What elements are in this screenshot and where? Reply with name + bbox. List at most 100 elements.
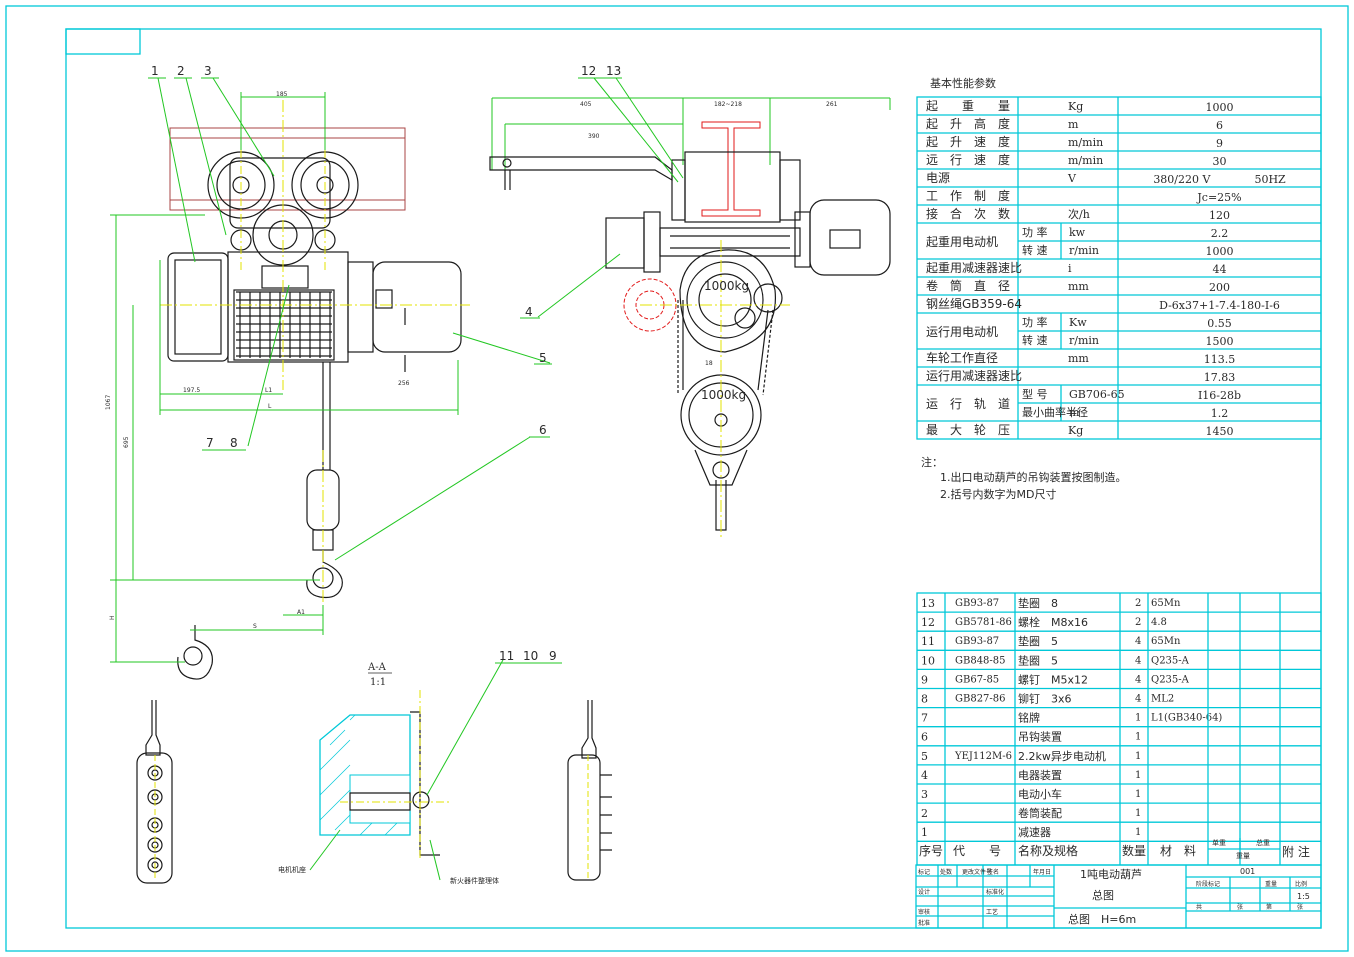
callout-8: 8 [230,436,238,450]
callout-4: 4 [525,305,533,319]
dim-197: 197.5 [183,387,200,394]
part-name-8: 2.2kw异步电动机 [1018,749,1106,763]
tb-label-mark: 标记 [918,868,930,876]
callout-6: 6 [539,423,547,437]
perf-unit-3: m/min [1068,154,1103,167]
reducer-box [167,252,229,362]
perf-label-7: 起重用电动机 [926,235,998,249]
part-mat-3: Q235-A [1151,655,1190,666]
dim-h: H [109,615,116,620]
tb-scale: 1:5 [1297,892,1310,901]
dim-390: 390 [588,133,600,140]
hdr-w1: 单重 [1212,838,1226,847]
front-dimensions: 185 197.5 L1 L 256 S A1 1067 695 H [105,91,410,630]
tb-label-craft: 工艺 [986,908,998,916]
tb-drawing: 总图 H=6m [1068,912,1136,926]
section-scale: 1:1 [370,677,386,688]
perf-value-13: 1500 [1206,335,1234,348]
perf-sub-8: 转 速 [1022,243,1048,257]
perf-value-7: 2.2 [1211,227,1229,240]
part-name-12: 减速器 [1018,826,1051,839]
perf-label-0: 起 重 量 [926,99,1010,113]
dim-695: 695 [123,436,130,448]
part-mat-4: Q235-A [1151,674,1190,685]
part-no-4: 9 [921,673,928,686]
lower-hook [177,625,213,680]
perf-title: 基本性能参数 [930,76,996,90]
part-name-0: 垫圈 8 [1018,596,1058,610]
dim-182: 182~218 [714,101,742,108]
part-no-12: 1 [921,826,928,839]
travel-motor [809,199,891,276]
part-qty-2: 4 [1135,636,1141,647]
tb-total: 共 [1196,903,1202,911]
outer-border [5,5,1349,952]
callouts: 1 2 3 4 5 6 7 8 9 10 11 12 13 [148,64,622,664]
section-title: A-A [367,662,387,673]
perf-sub-17: 最小曲率半径 [1022,405,1088,419]
section-label-left: 电机机座 [278,865,306,874]
callout-3: 3 [204,64,212,78]
perf-value-6: 120 [1209,209,1230,222]
perf-label-5: 工 作 制 度 [926,188,1010,203]
part-no-9: 4 [921,769,928,782]
callout-9: 9 [549,649,557,663]
part-qty-5: 4 [1135,694,1141,705]
part-no-0: 13 [921,597,935,610]
perf-value-18: 1450 [1206,425,1234,438]
part-qty-12: 1 [1135,827,1141,838]
callout-5: 5 [539,351,547,365]
part-name-11: 卷筒装配 [1018,806,1062,820]
perf-unit-0: Kg [1068,100,1083,113]
title-block: 标记 处数 更改文件号 签名 年月日 设计 标准化 审核 工艺 批准 1吨电动葫… [915,864,1322,929]
rail-beam [169,127,406,211]
hdr-name: 名称及规格 [1018,843,1078,858]
perf-label-2: 起 升 速 度 [926,134,1010,149]
hdr-qty: 数量 [1122,843,1146,858]
perf-label-18: 最 大 轮 压 [926,423,1010,437]
part-name-3: 垫圈 5 [1018,653,1058,667]
part-name-5: 铆钉 3x6 [1018,692,1072,706]
part-code-3: GB848-85 [955,655,1006,666]
part-mat-0: 65Mn [1151,598,1181,609]
perf-value-3: 30 [1213,155,1227,168]
perf-sub-13: 转 速 [1022,333,1048,347]
perf-label-10: 卷 筒 直 径 [926,278,1010,293]
callout-10: 10 [523,649,538,663]
inner-border [65,28,1322,929]
dim-l1: L1 [265,387,272,394]
main-hook [306,550,343,599]
wheel-label-upper: 1000kg [704,279,749,293]
perf-label-16: 运 行 轨 道 [926,397,1010,411]
perf-label-3: 远 行 速 度 [926,152,1010,167]
perf-unit-7: kw [1069,226,1086,239]
perf-unit-2: m/min [1068,136,1103,149]
pendant-front [136,700,173,884]
part-name-7: 吊钩装置 [1018,730,1062,744]
perf-value-10: 200 [1209,281,1230,294]
perf-unit-12: Kw [1069,316,1087,329]
part-no-1: 12 [921,616,935,629]
part-qty-10: 1 [1135,789,1141,800]
perf-unit-8: r/min [1069,244,1099,257]
tb-label-file: 更改文件号 [962,868,992,876]
pendant-side [567,700,612,881]
perf-value-2: 9 [1216,137,1223,150]
perf-unit-1: m [1068,118,1079,131]
perf-sub-12: 功 率 [1022,315,1048,329]
part-qty-8: 1 [1135,751,1141,762]
tb-label-sign: 签名 [987,868,999,876]
part-code-0: GB93-87 [955,598,999,609]
i-beam [701,121,761,217]
part-no-8: 5 [921,750,928,763]
perf-value-16: Ⅰ16-28b [1198,389,1241,402]
tb-label-date: 年月日 [1033,868,1051,876]
part-no-3: 10 [921,654,935,667]
part-no-2: 11 [921,635,935,648]
drum-plate [679,249,776,353]
perf-label-14: 车轮工作直径 [926,350,998,365]
tb-code: 001 [1240,867,1255,876]
cantilever-arm [489,156,673,182]
part-qty-6: 1 [1135,713,1141,724]
